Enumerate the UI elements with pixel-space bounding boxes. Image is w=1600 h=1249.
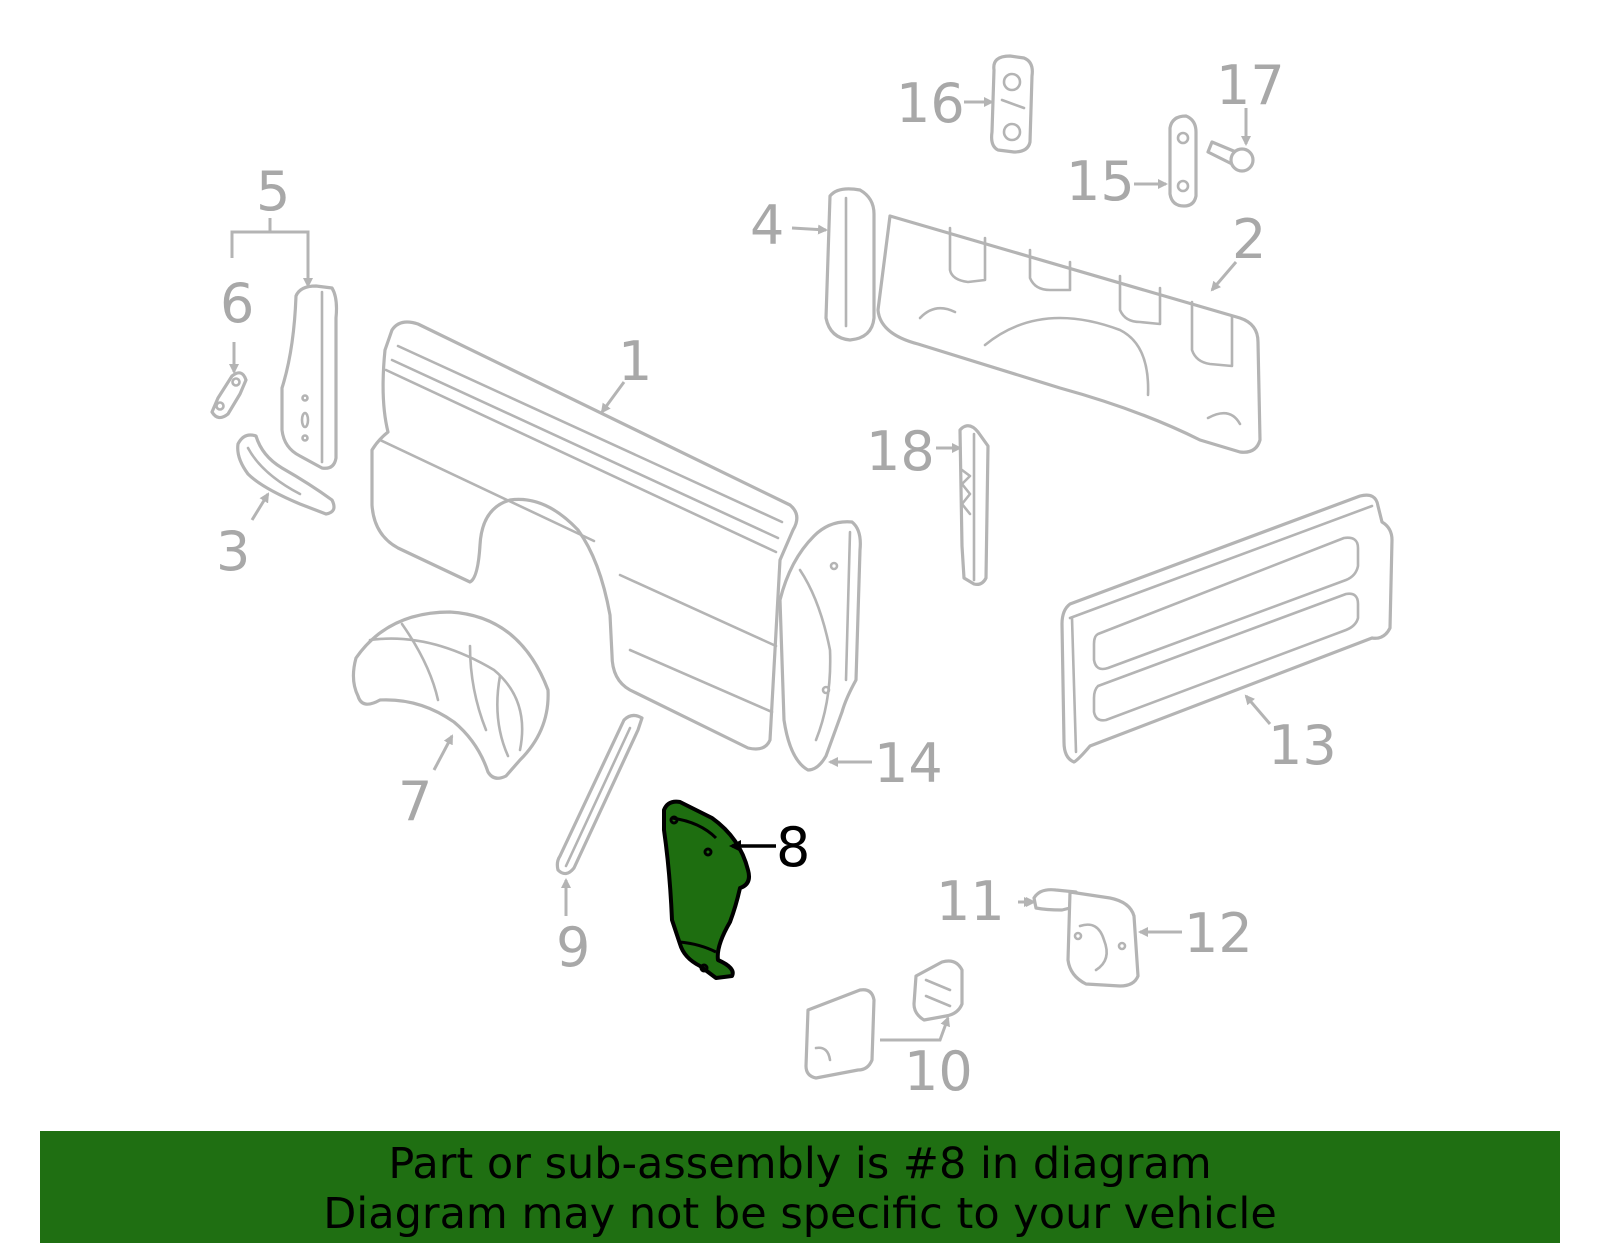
part-5-pillar — [280, 284, 339, 470]
part-1-side-panel — [370, 320, 799, 751]
info-banner: Part or sub-assembly is #8 in diagram Di… — [40, 1131, 1560, 1243]
callout-labels: 1 2 3 4 5 6 7 8 9 10 11 12 13 14 15 16 1… — [216, 54, 1337, 1103]
callout-18: 18 — [866, 420, 935, 483]
part-12-fuel-door-housing — [1066, 890, 1140, 988]
callout-13: 13 — [1268, 714, 1337, 777]
part-16-striker — [990, 54, 1034, 154]
callout-5: 5 — [256, 160, 290, 223]
part-3-rail — [236, 433, 336, 516]
part-8-highlighted-bracket — [662, 799, 751, 980]
callout-10: 10 — [904, 1040, 973, 1103]
callout-8: 8 — [776, 816, 810, 879]
callout-15: 15 — [1066, 150, 1135, 213]
callout-6: 6 — [220, 272, 254, 335]
part-15-latch-plate — [1168, 114, 1198, 208]
part-17-bolt — [1206, 140, 1255, 173]
callout-17: 17 — [1216, 54, 1285, 117]
part-18-seal — [958, 424, 990, 586]
part-6-bracket — [210, 371, 248, 420]
part-14-rear-pillar — [778, 520, 862, 772]
callout-2: 2 — [1232, 208, 1266, 271]
callout-1: 1 — [618, 330, 652, 393]
callout-16: 16 — [896, 72, 965, 135]
callout-11: 11 — [936, 870, 1005, 933]
callout-12: 12 — [1184, 902, 1253, 965]
callout-7: 7 — [398, 770, 432, 833]
banner-line-1: Part or sub-assembly is #8 in diagram — [388, 1139, 1212, 1189]
callout-4: 4 — [750, 194, 784, 257]
part-10-fuel-door — [804, 959, 964, 1080]
part-4-corner-post — [824, 187, 876, 342]
callout-9: 9 — [556, 916, 590, 979]
callout-14: 14 — [874, 732, 943, 795]
part-13-tailgate — [1060, 493, 1394, 764]
part-7-wheelhouse — [351, 610, 550, 780]
banner-line-2: Diagram may not be specific to your vehi… — [323, 1189, 1277, 1239]
part-2-front-panel — [876, 214, 1262, 454]
callout-3: 3 — [216, 520, 250, 583]
part-9-brace — [555, 713, 644, 876]
leader-lines — [229, 97, 1272, 1042]
